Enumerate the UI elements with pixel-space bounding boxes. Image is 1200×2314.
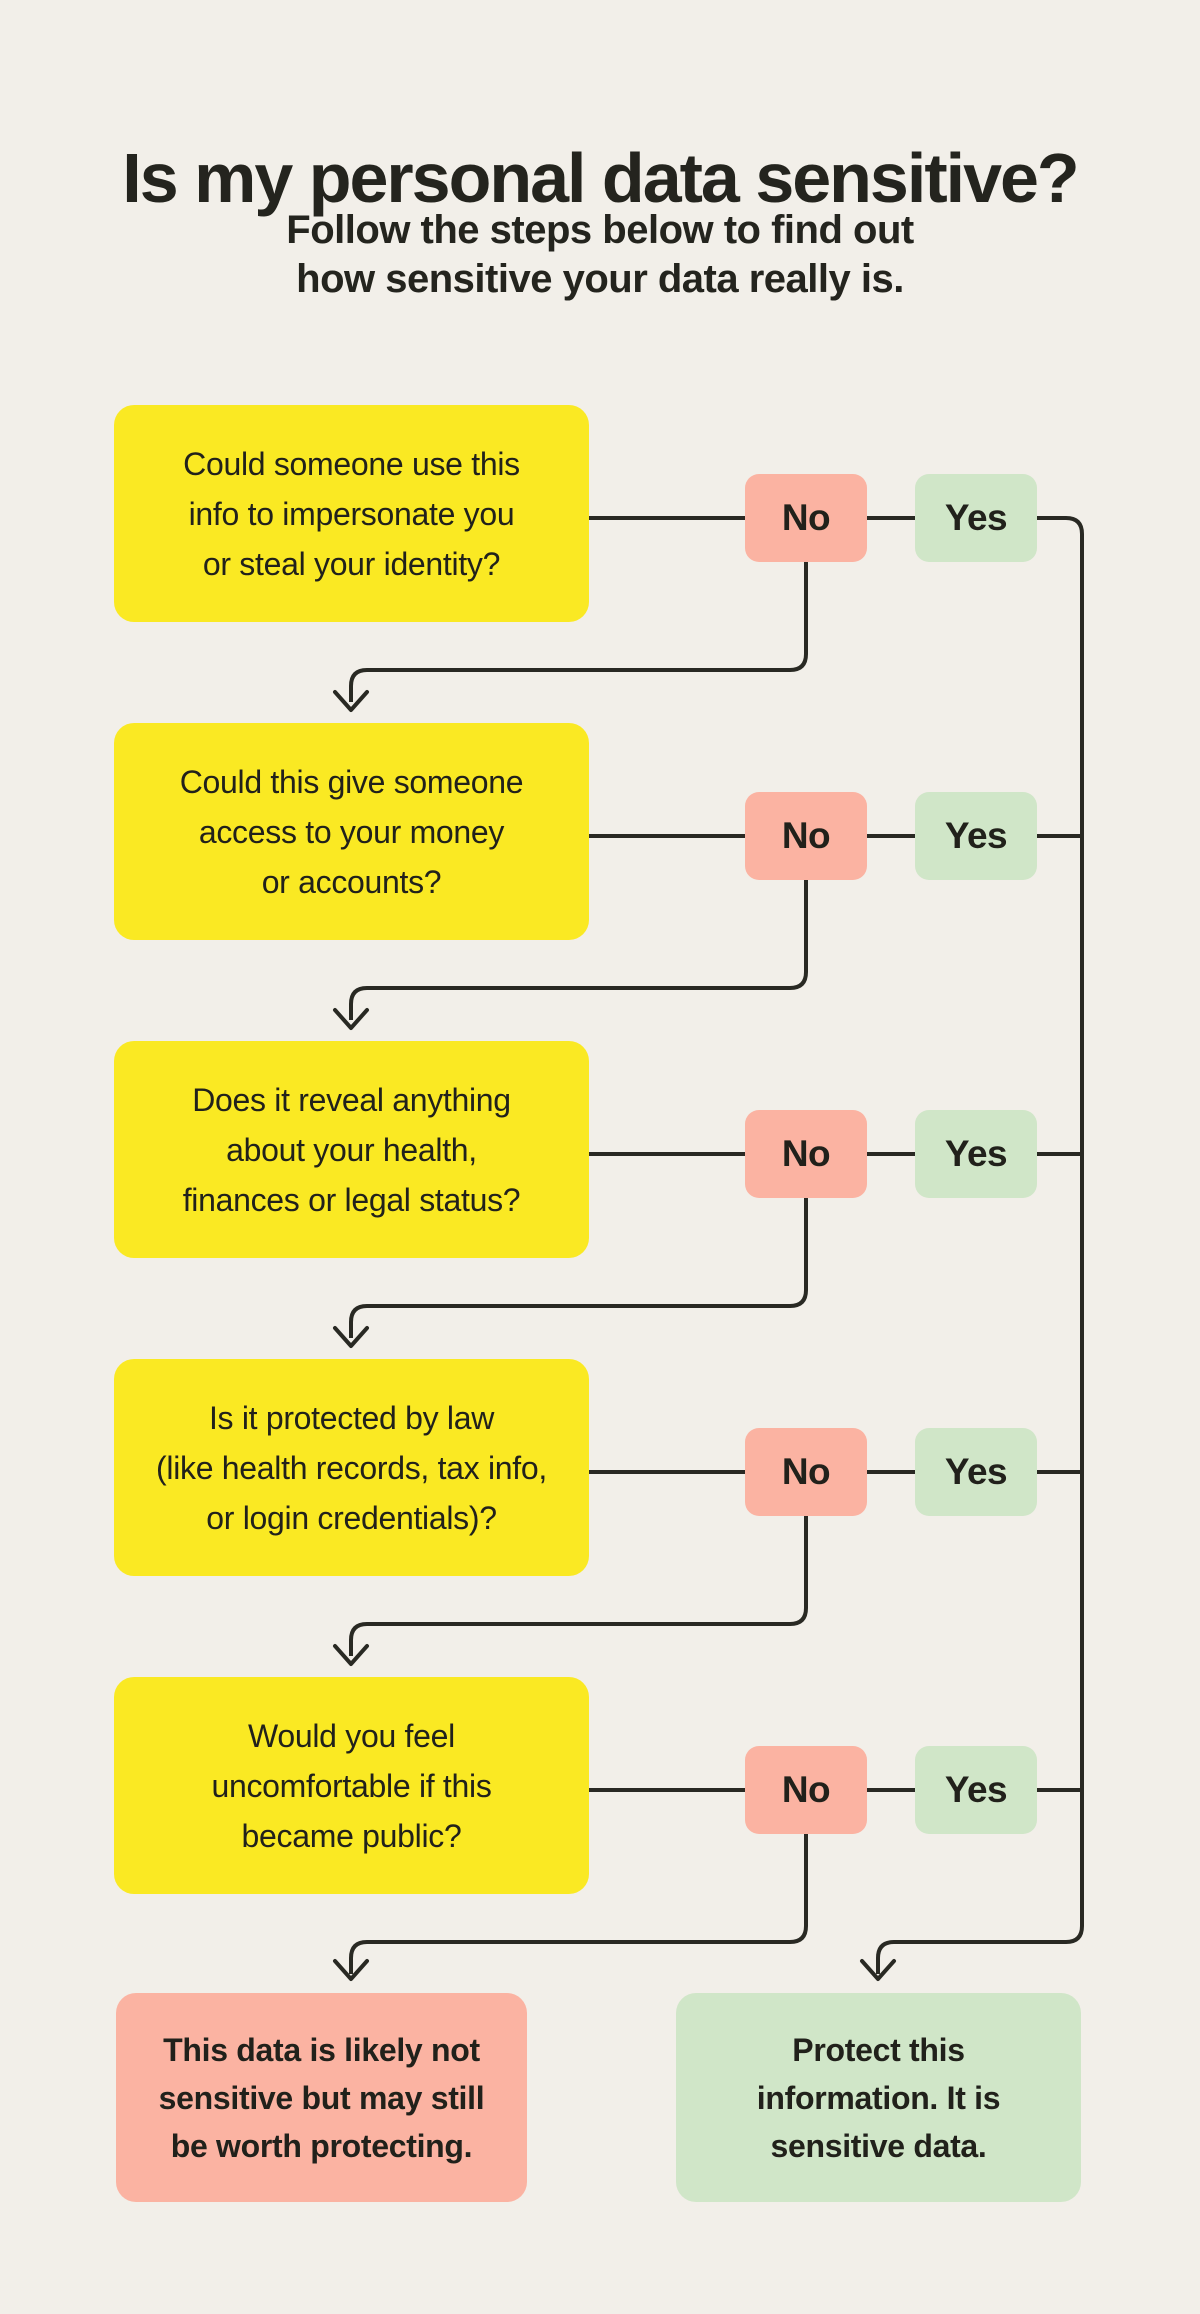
arrowhead-q5 <box>333 1644 369 1666</box>
question-box-5: Would you feel uncomfortable if this bec… <box>114 1677 589 1894</box>
question-1-line-3: or steal your identity? <box>202 545 501 582</box>
connector-yes1-to-trunk <box>1037 516 1084 535</box>
question-box-3: Does it reveal anything about your healt… <box>114 1041 589 1258</box>
question-5-line-2: uncomfortable if this <box>211 1767 492 1804</box>
outcome-positive-line-1: Protect this <box>792 2031 965 2068</box>
subtitle-line-2: how sensitive your data really is. <box>296 257 904 301</box>
question-1-line-2: info to impersonate you <box>188 495 515 532</box>
question-4-line-3: or login credentials)? <box>206 1499 497 1536</box>
question-3-line-3: finances or legal status? <box>182 1181 521 1218</box>
outcome-negative-line-3: be worth protecting. <box>170 2127 473 2164</box>
yes-badge-4: Yes <box>915 1428 1037 1516</box>
outcome-negative-line-1: This data is likely not <box>163 2031 480 2068</box>
question-4-line-2: (like health records, tax info, <box>156 1449 547 1486</box>
question-box-4: Is it protected by law (like health reco… <box>114 1359 589 1576</box>
arrowhead-outcome-positive <box>860 1959 896 1981</box>
outcome-sensitive: Protect this information. It is sensitiv… <box>676 1993 1081 2202</box>
question-1-line-1: Could someone use this <box>183 445 520 482</box>
outcome-positive-line-2: information. It is <box>756 2079 1001 2116</box>
question-3-line-2: about your health, <box>226 1131 477 1168</box>
question-5-line-1: Would you feel <box>248 1717 455 1754</box>
question-2-line-1: Could this give someone <box>179 763 524 800</box>
arrowhead-q3 <box>333 1008 369 1030</box>
no-badge-1: No <box>745 474 867 562</box>
arrowhead-outcome-negative <box>333 1959 369 1981</box>
no-badge-2: No <box>745 792 867 880</box>
yes-badge-2: Yes <box>915 792 1037 880</box>
arrowhead-q2 <box>333 690 369 712</box>
subtitle-line-1: Follow the steps below to find out <box>286 208 914 252</box>
yes-badge-5: Yes <box>915 1746 1037 1834</box>
question-5-line-3: became public? <box>241 1817 462 1854</box>
question-2-line-3: or accounts? <box>261 863 442 900</box>
no-badge-5: No <box>745 1746 867 1834</box>
arrowhead-q4 <box>333 1326 369 1348</box>
outcome-negative-line-2: sensitive but may still <box>158 2079 485 2116</box>
outcome-positive-line-3: sensitive data. <box>770 2127 987 2164</box>
no-badge-4: No <box>745 1428 867 1516</box>
page-subtitle: Follow the steps below to find out how s… <box>0 206 1200 304</box>
question-box-1: Could someone use this info to impersona… <box>114 405 589 622</box>
question-4-line-1: Is it protected by law <box>208 1399 495 1436</box>
question-box-2: Could this give someone access to your m… <box>114 723 589 940</box>
yes-badge-1: Yes <box>915 474 1037 562</box>
outcome-not-sensitive: This data is likely not sensitive but ma… <box>116 1993 527 2202</box>
page-title: Is my personal data sensitive? <box>122 138 1079 217</box>
question-2-line-2: access to your money <box>198 813 505 850</box>
question-3-line-1: Does it reveal anything <box>192 1081 511 1118</box>
no-badge-3: No <box>745 1110 867 1198</box>
yes-badge-3: Yes <box>915 1110 1037 1198</box>
